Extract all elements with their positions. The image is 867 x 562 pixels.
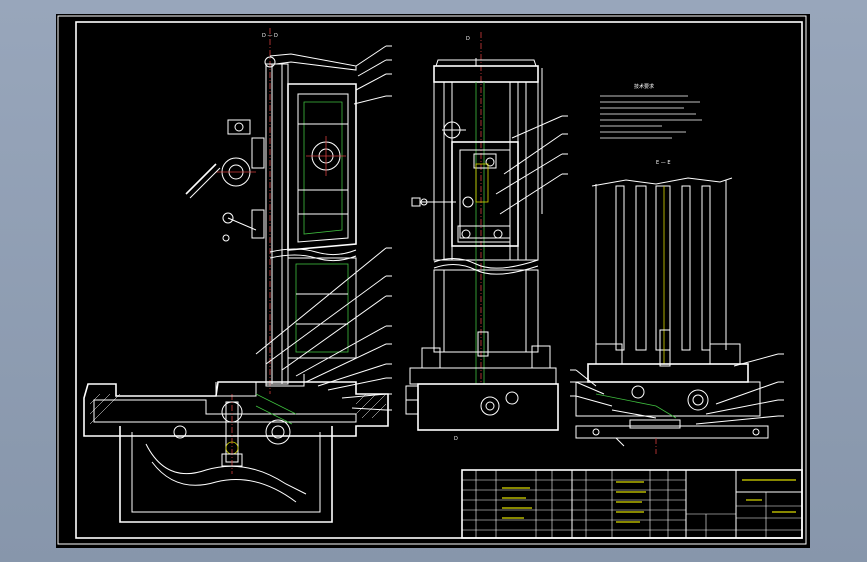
section-e-label: E — E: [656, 160, 671, 166]
outer-frame: [57, 15, 807, 545]
front-view: D D: [405, 32, 568, 442]
technical-requirements-title: 技术要求: [634, 83, 654, 90]
marker-d-bottom: D: [454, 436, 458, 442]
marker-d-top: D: [466, 36, 470, 42]
assembly-drawing: D — D: [57, 15, 807, 545]
section-view-e: E — E: [570, 160, 784, 454]
section-view-d: D — D: [83, 28, 392, 523]
technical-requirements-note: 技术要求: [600, 83, 702, 139]
inner-frame: [75, 21, 803, 539]
title-block: [461, 469, 803, 539]
cad-drawing-viewport[interactable]: D — D: [56, 14, 810, 548]
